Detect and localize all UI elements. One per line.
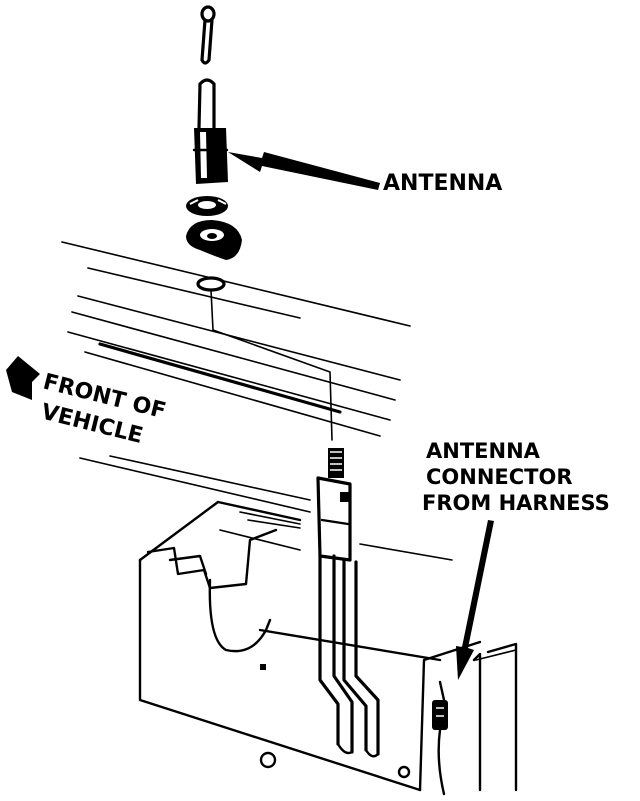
antenna-mast <box>192 5 229 184</box>
connector-label-line3: FROM HARNESS <box>422 491 610 515</box>
mount-centerline <box>210 289 333 441</box>
antenna-callout-arrow <box>228 152 380 190</box>
antenna-cable-assembly <box>316 448 380 758</box>
antenna-nut <box>186 196 228 216</box>
antenna-base <box>186 220 242 260</box>
connector-label-line2: CONNECTOR <box>426 465 573 489</box>
antenna-label: ANTENNA <box>383 171 502 196</box>
connector-callout-arrow <box>456 520 494 680</box>
antenna-mount-housing <box>138 500 518 792</box>
connector-label-line1: ANTENNA <box>426 439 541 463</box>
arrow-up-left-icon <box>6 356 40 400</box>
harness-connector <box>432 680 448 796</box>
